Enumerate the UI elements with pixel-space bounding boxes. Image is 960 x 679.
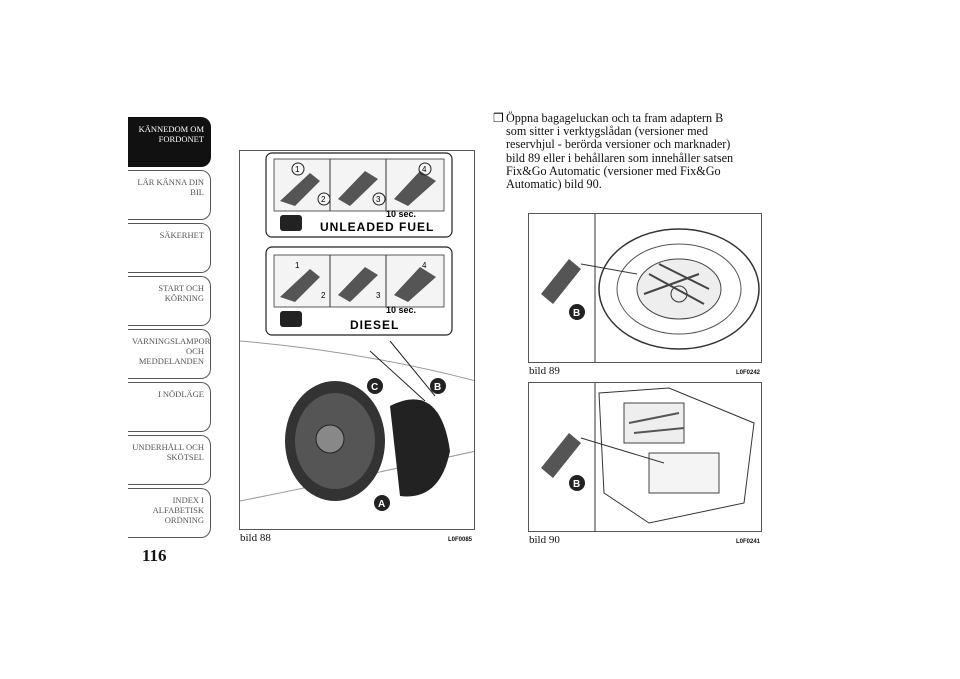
instruction-text: Öppna bagageluckan och ta fram adaptern … [506, 111, 734, 192]
tab-label: I NÖDLÄGE [157, 389, 204, 399]
step-3-label: 3 [376, 195, 381, 204]
bullet-icon: ❒ [493, 111, 504, 125]
figure-88-code: L0F0085 [448, 537, 473, 543]
spare-wheel-illustration: B [541, 214, 760, 362]
figure-89: B [528, 213, 762, 363]
instruction-paragraph: ❒ Öppna bagageluckan och ta fram adapter… [493, 111, 776, 192]
tab-label: UNDERHÅLL OCH SKÖTSEL [132, 442, 204, 462]
tab-i-nodlage[interactable]: I NÖDLÄGE [128, 382, 211, 432]
step-1-label: 1 [295, 261, 300, 270]
tab-varningslampor[interactable]: VARNINGSLAMPOR OCH MEDDELANDEN [128, 329, 211, 379]
tab-label: VARNINGSLAMPOR OCH MEDDELANDEN [132, 336, 211, 366]
tab-label: START OCH KÖRNING [158, 283, 204, 303]
figure-90-code: L0F0241 [736, 539, 761, 545]
tab-index[interactable]: INDEX I ALFABETISK ORDNING [128, 488, 211, 538]
fix-and-go-illustration: B [541, 383, 755, 531]
timer-label: 10 sec. [386, 209, 416, 219]
tab-label: LÄR KÄNNA DIN BIL [137, 177, 204, 197]
timer-label: 10 sec. [386, 305, 416, 315]
figure-88: 1 2 3 4 10 sec. UNLEADED FUEL 1 2 3 4 10… [239, 150, 475, 530]
step-1-label: 1 [295, 165, 300, 174]
step-3-label: 3 [376, 291, 381, 300]
step-4-label: 4 [422, 165, 427, 174]
step-2-label: 2 [321, 195, 326, 204]
figure-89-caption: bild 89 [529, 365, 560, 377]
callout-a: A [378, 499, 385, 510]
figure-90-caption: bild 90 [529, 534, 560, 546]
callout-b: B [434, 382, 441, 393]
callout-b: B [573, 308, 580, 319]
unleaded-fuel-label: UNLEADED FUEL [320, 220, 434, 234]
tab-label: INDEX I ALFABETISK ORDNING [152, 495, 204, 525]
tab-underhall-och-skotsel[interactable]: UNDERHÅLL OCH SKÖTSEL [128, 435, 211, 485]
tab-lar-kanna-din-bil[interactable]: LÄR KÄNNA DIN BIL [128, 170, 211, 220]
diesel-label: DIESEL [350, 318, 399, 332]
tab-start-och-korning[interactable]: START OCH KÖRNING [128, 276, 211, 326]
fuel-cap-illustration: 1 2 3 4 10 sec. UNLEADED FUEL 1 2 3 4 10… [240, 152, 474, 511]
figure-89-code: L0F0242 [736, 370, 761, 376]
page-number: 116 [142, 546, 167, 565]
figure-88-caption: bild 88 [240, 532, 271, 544]
tab-sakerhet[interactable]: SÄKERHET [128, 223, 211, 273]
tab-kannedom-om-fordonet[interactable]: KÄNNEDOM OM FORDONET [128, 117, 211, 167]
tab-label: SÄKERHET [159, 230, 204, 240]
tab-label: KÄNNEDOM OM FORDONET [138, 124, 204, 144]
step-4-label: 4 [422, 261, 427, 270]
callout-b: B [573, 479, 580, 490]
callout-c: C [371, 382, 378, 393]
figure-90: B [528, 382, 762, 532]
step-2-label: 2 [321, 291, 326, 300]
